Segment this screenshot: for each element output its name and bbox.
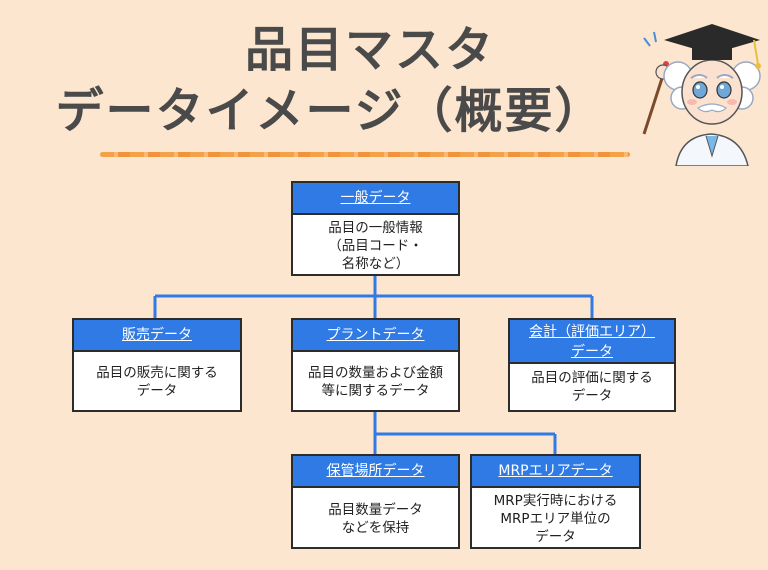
node-general-heading: 一般データ bbox=[293, 183, 458, 215]
node-storage-location-data: 保管場所データ 品目数量データ などを保持 bbox=[291, 454, 460, 549]
node-storage-line: 品目数量データ bbox=[328, 501, 423, 518]
title-line-2: データイメージ（概要） bbox=[55, 83, 605, 139]
node-general-line: 品目の一般情報 bbox=[328, 219, 423, 236]
node-general-line: 名称など） bbox=[341, 255, 410, 272]
node-plant-heading: プラントデータ bbox=[293, 320, 458, 352]
node-accounting-heading-line: 会計（評価エリア） bbox=[529, 324, 655, 340]
node-mrp-line: データ bbox=[535, 528, 576, 545]
node-general-data: 一般データ 品目の一般情報 （品目コード・ 名称など） bbox=[291, 181, 460, 276]
node-mrp-line: MRPエリア単位の bbox=[500, 510, 611, 527]
title-line-1: 品目マスタ bbox=[244, 22, 495, 78]
node-sales-line: 品目の販売に関する bbox=[96, 365, 218, 381]
node-general-line: （品目コード・ bbox=[328, 237, 423, 254]
node-storage-heading: 保管場所データ bbox=[293, 456, 458, 488]
node-sales-line: データ bbox=[136, 383, 178, 399]
node-accounting-data: 会計（評価エリア） データ 品目の評価に関する データ bbox=[508, 318, 676, 412]
professor-mascot-icon bbox=[642, 24, 761, 166]
node-sales-heading: 販売データ bbox=[74, 320, 240, 352]
node-mrp-heading: MRPエリアデータ bbox=[472, 456, 639, 488]
node-plant-data: プラントデータ 品目の数量および金額 等に関するデータ bbox=[291, 318, 460, 412]
node-sales-data: 販売データ 品目の販売に関する データ bbox=[72, 318, 242, 412]
node-accounting-heading-line: データ bbox=[571, 344, 613, 360]
node-mrp-area-data: MRPエリアデータ MRP実行時における MRPエリア単位の データ bbox=[470, 454, 641, 549]
title-underline bbox=[100, 152, 630, 157]
node-plant-line: 等に関するデータ bbox=[321, 383, 430, 399]
node-storage-line: などを保持 bbox=[341, 519, 410, 536]
node-accounting-heading: 会計（評価エリア） データ bbox=[510, 320, 674, 364]
node-accounting-line: データ bbox=[571, 388, 613, 404]
node-accounting-line: 品目の評価に関する bbox=[531, 370, 653, 386]
node-mrp-line: MRP実行時における bbox=[493, 492, 618, 509]
node-plant-line: 品目の数量および金額 bbox=[308, 365, 443, 381]
